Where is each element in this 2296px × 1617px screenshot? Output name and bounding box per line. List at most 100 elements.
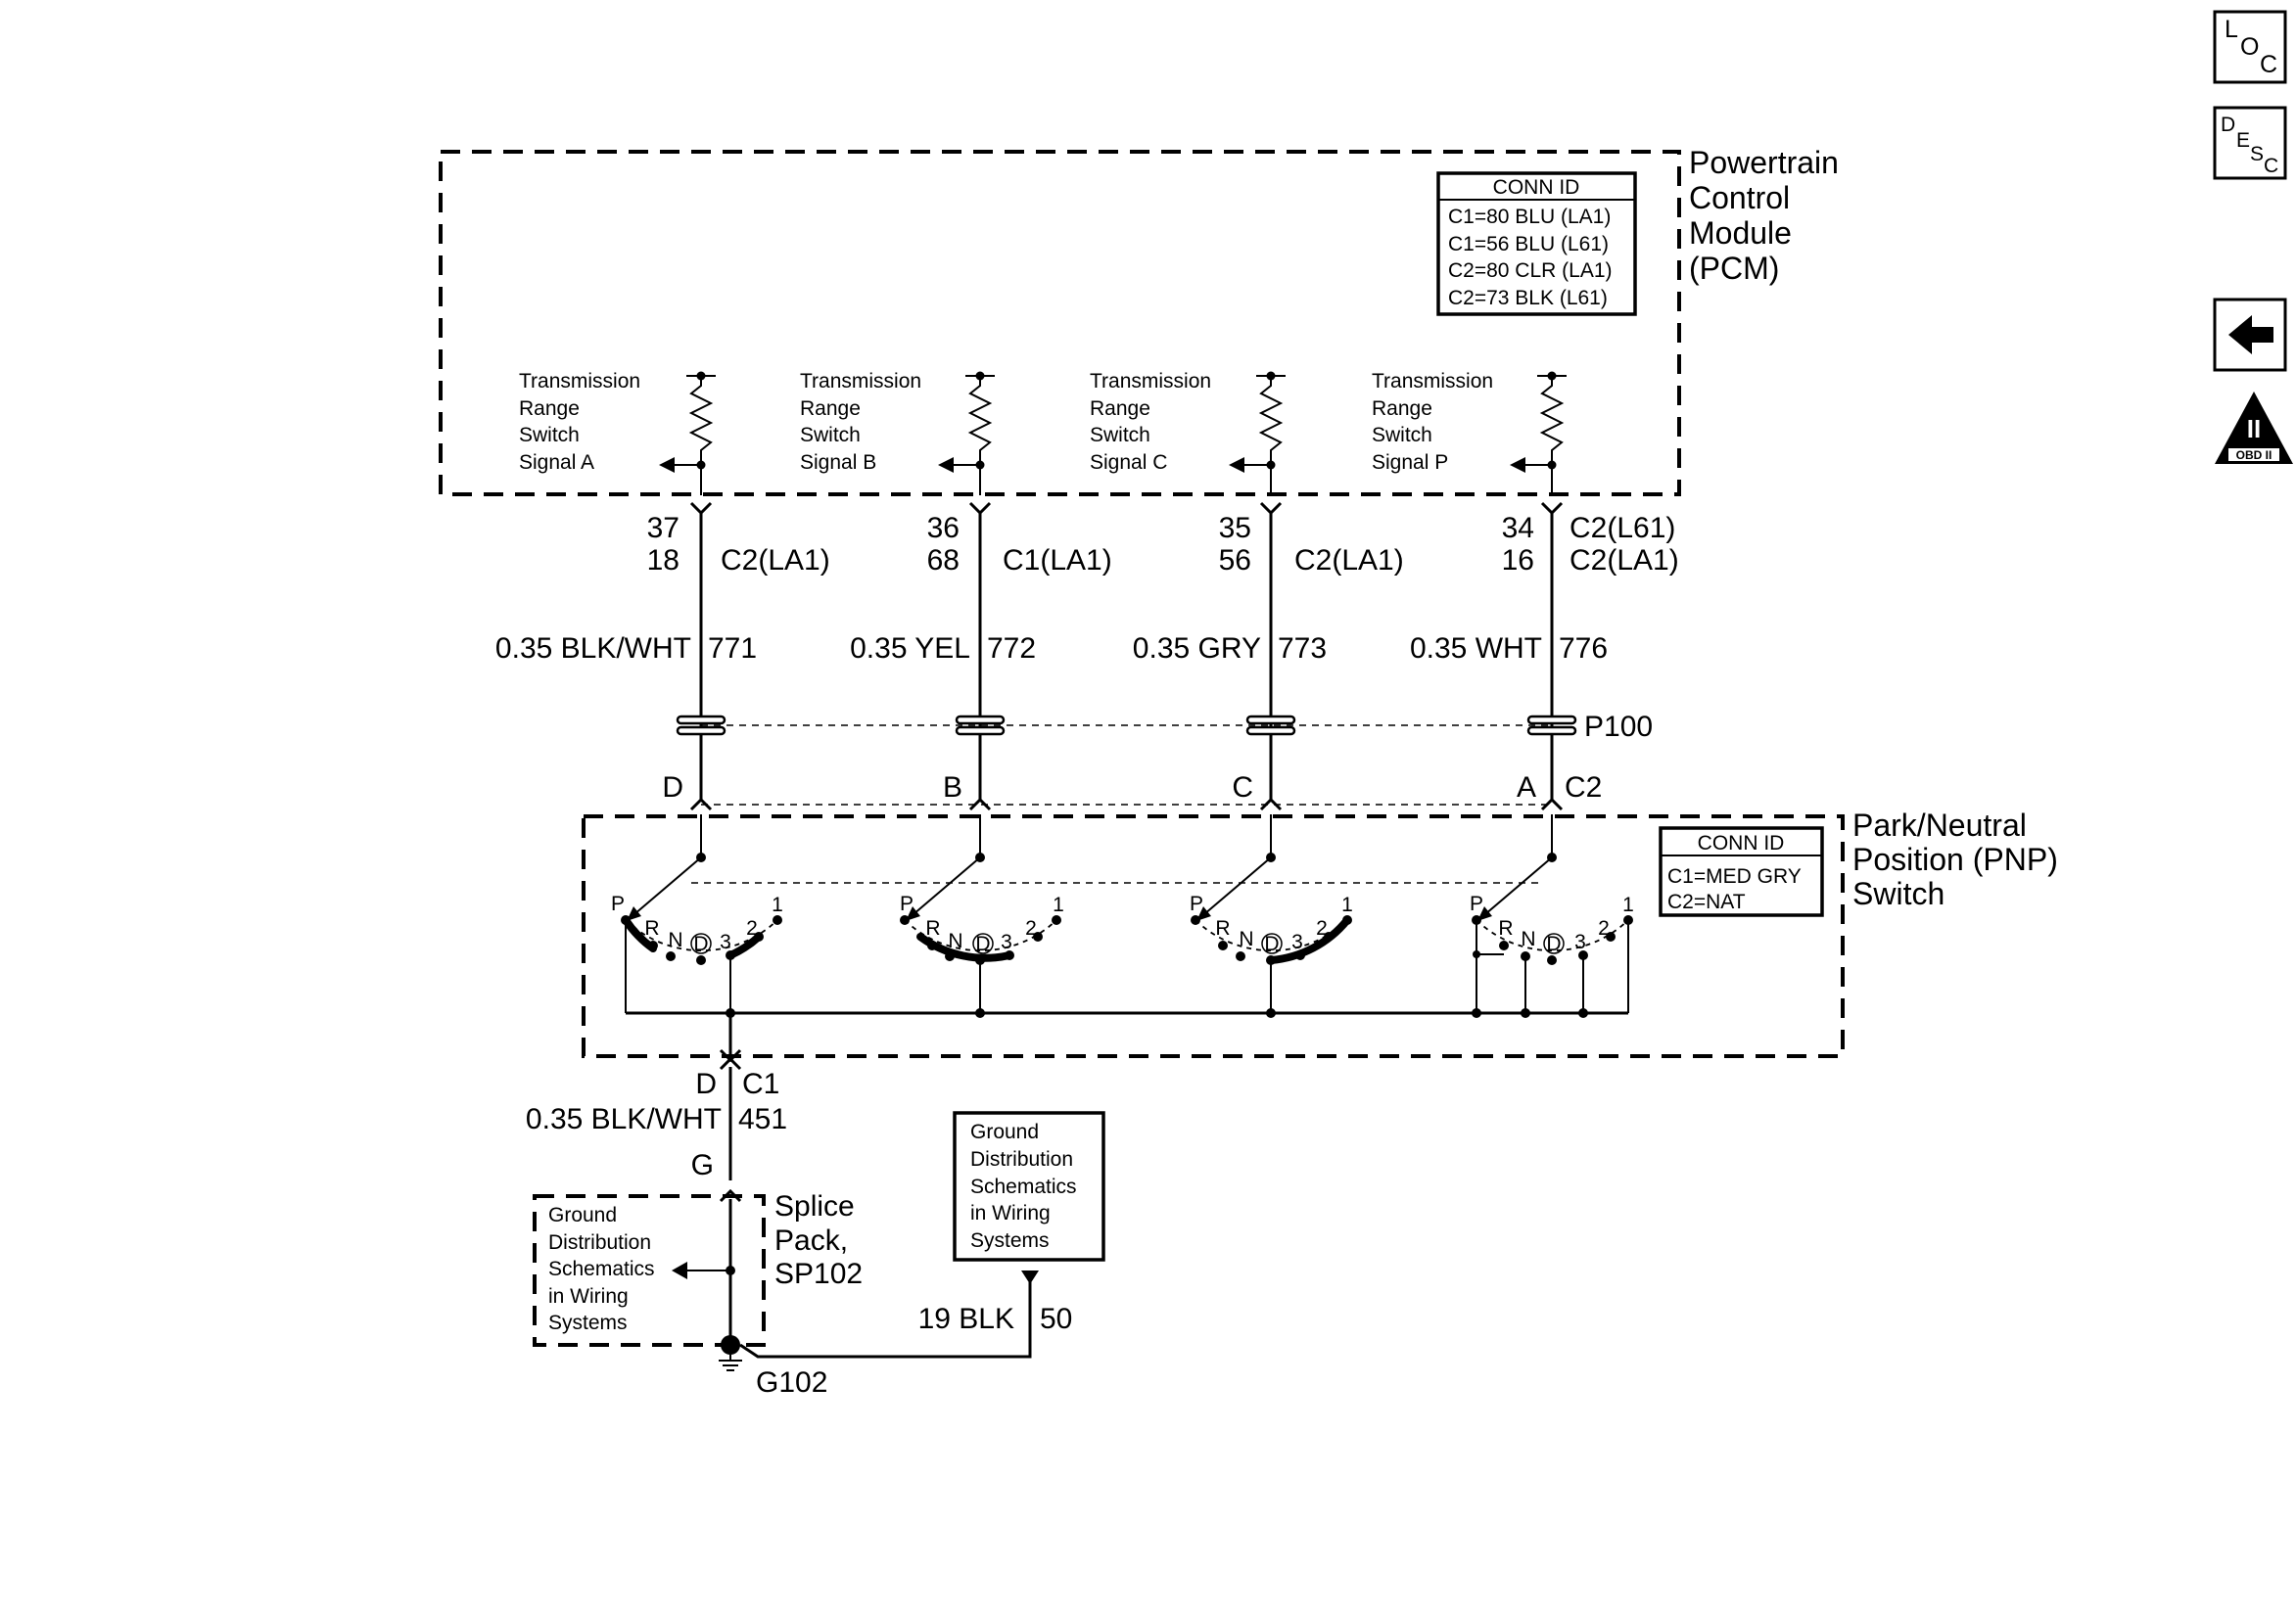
svg-text:Transmission: Transmission [519, 370, 640, 393]
svg-text:R: R [1215, 917, 1230, 940]
desc-letter-d: D [2221, 114, 2235, 136]
svg-text:771: 771 [708, 632, 757, 665]
pcm-conn-id-box: CONN ID C1=80 BLU (LA1) C1=56 BLU (L61) … [1436, 171, 1637, 316]
svg-text:451: 451 [738, 1103, 787, 1135]
loc-letter-o: O [2240, 33, 2259, 61]
pins-signal-p: 34 16 C2(L61) C2(LA1) [1502, 512, 1679, 577]
svg-text:Range: Range [800, 397, 861, 420]
svg-text:P: P [1190, 893, 1203, 915]
back-button[interactable] [2213, 298, 2287, 372]
svg-text:D: D [695, 1068, 717, 1100]
pcm-boundary [439, 150, 1681, 496]
wire-776 [1540, 501, 1564, 800]
svg-text:D: D [693, 933, 708, 955]
ground-reference-right[interactable]: Ground Distribution Schematics in Wiring… [953, 1111, 1105, 1262]
pnp-switch-boundary [582, 814, 1845, 1058]
wire-773 [1259, 501, 1283, 800]
signal-b-label: Transmission Range Switch Signal B [800, 370, 921, 474]
svg-text:C2(LA1): C2(LA1) [1570, 544, 1679, 577]
svg-text:Switch: Switch [519, 424, 580, 446]
svg-text:34: 34 [1502, 512, 1534, 544]
svg-text:C1: C1 [742, 1068, 779, 1100]
svg-text:P100: P100 [1584, 711, 1653, 743]
loc-button[interactable]: L O C [2213, 10, 2287, 84]
svg-text:C1(LA1): C1(LA1) [1003, 544, 1112, 577]
svg-text:Range: Range [1372, 397, 1432, 420]
svg-text:0.35 BLK/WHT: 0.35 BLK/WHT [526, 1103, 722, 1135]
inline-connector-p100: P100 [676, 711, 1653, 743]
svg-text:37: 37 [647, 512, 679, 544]
svg-text:Schematics: Schematics [548, 1258, 655, 1280]
svg-text:P: P [1470, 893, 1483, 915]
svg-text:D: D [662, 771, 683, 804]
svg-text:1: 1 [1341, 894, 1353, 916]
svg-text:C2(LA1): C2(LA1) [721, 544, 830, 577]
svg-text:C1=80 BLU (LA1): C1=80 BLU (LA1) [1448, 206, 1611, 228]
svg-text:2: 2 [1025, 917, 1037, 940]
desc-button[interactable]: D E S C [2213, 106, 2287, 180]
svg-text:776: 776 [1559, 632, 1608, 665]
svg-text:Signal A: Signal A [519, 451, 594, 474]
svg-text:0.35 GRY: 0.35 GRY [1133, 632, 1261, 665]
splice-pack-sp102: Splice Pack, SP102 [533, 1188, 863, 1347]
back-arrow-icon [2228, 315, 2273, 354]
svg-text:Powertrain: Powertrain [1689, 145, 1839, 180]
obd-ii-button[interactable]: II OBD II [2215, 392, 2293, 464]
svg-text:Park/Neutral: Park/Neutral [1852, 808, 2027, 843]
svg-text:773: 773 [1278, 632, 1327, 665]
svg-text:3: 3 [1291, 931, 1303, 953]
svg-text:(PCM): (PCM) [1689, 251, 1779, 286]
svg-text:Signal B: Signal B [800, 451, 876, 474]
svg-text:D: D [975, 933, 990, 955]
svg-text:50: 50 [1040, 1303, 1072, 1335]
svg-text:R: R [925, 917, 940, 940]
pnp-common-bus [625, 920, 1629, 1018]
svg-text:Transmission: Transmission [800, 370, 921, 393]
svg-text:56: 56 [1219, 544, 1251, 577]
svg-text:1: 1 [1053, 894, 1064, 916]
svg-text:CONN ID: CONN ID [1698, 832, 1785, 855]
desc-letter-e: E [2236, 129, 2250, 152]
pnp-internal-wires [691, 814, 1553, 884]
pnp-section-p: P R N D 3 2 1 [1470, 853, 1634, 965]
resistor-signal-b [938, 371, 995, 495]
resistor-signal-a [659, 371, 716, 495]
svg-text:36: 36 [927, 512, 960, 544]
wire-451: D C1 0.35 BLK/WHT 451 G [526, 1013, 787, 1181]
svg-text:Switch: Switch [1372, 424, 1432, 446]
svg-text:3: 3 [1574, 931, 1586, 953]
obd-label-text: OBD II [2236, 448, 2273, 462]
svg-text:C1=MED GRY: C1=MED GRY [1667, 865, 1802, 888]
svg-text:Systems: Systems [970, 1229, 1050, 1252]
svg-text:Ground: Ground [970, 1121, 1039, 1143]
wire-label-776: 0.35 WHT 776 [1410, 632, 1608, 665]
svg-text:R: R [1498, 917, 1513, 940]
svg-text:G102: G102 [756, 1366, 827, 1399]
svg-text:Ground: Ground [548, 1204, 617, 1226]
pins-signal-b: 36 68 C1(LA1) [927, 512, 1112, 577]
ground-g102: G102 19 BLK 50 [719, 1270, 1072, 1399]
resistor-signal-c [1229, 371, 1286, 495]
svg-text:Switch: Switch [800, 424, 861, 446]
svg-text:in Wiring: in Wiring [970, 1202, 1051, 1224]
svg-text:68: 68 [927, 544, 960, 577]
svg-text:G: G [691, 1149, 714, 1181]
svg-text:1: 1 [1622, 894, 1634, 916]
svg-text:Distribution: Distribution [970, 1148, 1073, 1171]
svg-text:C2(LA1): C2(LA1) [1294, 544, 1404, 577]
svg-text:Switch: Switch [1090, 424, 1150, 446]
desc-letter-c: C [2264, 155, 2278, 177]
svg-text:C: C [1232, 771, 1253, 804]
pins-signal-c: 35 56 C2(LA1) [1219, 512, 1404, 577]
svg-text:D: D [1264, 933, 1279, 955]
svg-text:N: N [1239, 928, 1253, 950]
pnp-section-b: P R N D 3 2 1 [900, 853, 1064, 965]
svg-text:2: 2 [1316, 917, 1328, 940]
pnp-title: Park/Neutral Position (PNP) Switch [1852, 808, 2058, 911]
svg-text:C2=80 CLR (LA1): C2=80 CLR (LA1) [1448, 259, 1613, 282]
ground-reference-left[interactable]: Ground Distribution Schematics in Wiring… [548, 1204, 655, 1334]
pnp-section-c: P R N D 3 2 1 [1190, 853, 1353, 965]
svg-text:772: 772 [987, 632, 1036, 665]
svg-text:A: A [1517, 771, 1536, 804]
